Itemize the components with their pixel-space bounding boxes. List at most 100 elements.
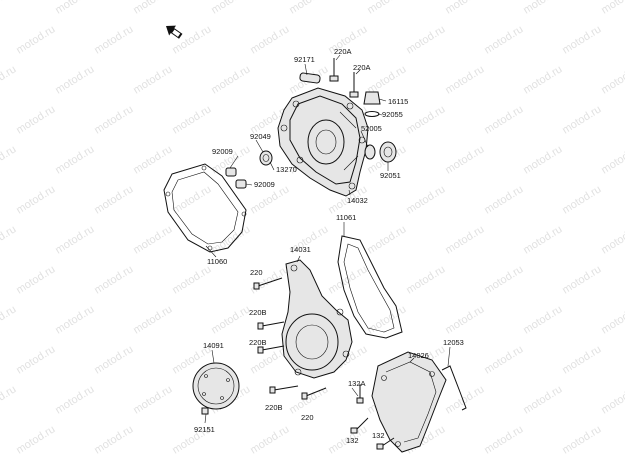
watermark-text: motod.ru bbox=[560, 343, 603, 376]
gasket-11060 bbox=[163, 163, 247, 253]
bolts-220-220B bbox=[253, 277, 327, 400]
gasket-11061 bbox=[337, 235, 403, 339]
watermark-text: motod.ru bbox=[599, 0, 625, 17]
watermark-text: motod.ru bbox=[482, 103, 525, 136]
watermark-text: motod.ru bbox=[131, 303, 174, 336]
part-92151-screw bbox=[201, 407, 209, 415]
cover-14091 bbox=[192, 362, 240, 410]
label-92151: 92151 bbox=[194, 425, 215, 434]
label-14031: 14031 bbox=[290, 245, 311, 254]
watermark-text: motod.ru bbox=[404, 103, 447, 136]
watermark-text: motod.ru bbox=[53, 383, 96, 416]
watermark-text: motod.ru bbox=[209, 63, 252, 96]
watermark-text: motod.ru bbox=[482, 423, 525, 456]
watermark-text: motod.ru bbox=[443, 0, 486, 17]
label-220-top: 220 bbox=[250, 268, 263, 277]
label-14091: 14091 bbox=[203, 341, 224, 350]
sprocket-cover-14026 bbox=[371, 351, 447, 453]
watermark-text: motod.ru bbox=[599, 223, 625, 256]
leader-lines bbox=[204, 54, 451, 424]
label-132A: 132A bbox=[348, 379, 366, 388]
watermark-text: motod.ru bbox=[521, 223, 564, 256]
bolts-220A-top bbox=[329, 58, 359, 98]
watermark-text: motod.ru bbox=[92, 263, 135, 296]
label-132-a: 132 bbox=[346, 436, 359, 445]
label-11060: 11060 bbox=[207, 257, 227, 266]
watermark-text: motod.ru bbox=[287, 0, 330, 17]
watermark-text: motod.ru bbox=[443, 143, 486, 176]
bracket-12053 bbox=[441, 365, 467, 411]
watermark-text: motod.ru bbox=[365, 223, 408, 256]
watermark-text: motod.ru bbox=[92, 343, 135, 376]
bolts-132 bbox=[350, 384, 395, 450]
watermark-text: motod.ru bbox=[131, 143, 174, 176]
part-labels: 92171 220A 220A 16115 92055 52005 92049 … bbox=[194, 47, 464, 445]
label-13270: 13270 bbox=[276, 165, 297, 174]
watermark-text: motod.ru bbox=[0, 0, 18, 17]
watermark-text: motod.ru bbox=[482, 263, 525, 296]
label-12053: 12053 bbox=[443, 338, 464, 347]
label-220A-top: 220A bbox=[334, 47, 352, 56]
watermark-text: motod.ru bbox=[482, 343, 525, 376]
label-11061: 11061 bbox=[336, 213, 356, 222]
watermark-text: motod.ru bbox=[53, 63, 96, 96]
label-92049: 92049 bbox=[250, 132, 271, 141]
watermark-text: motod.ru bbox=[53, 303, 96, 336]
watermark-text: motod.ru bbox=[209, 303, 252, 336]
watermark-text: motod.ru bbox=[521, 143, 564, 176]
watermark-text: motod.ru bbox=[53, 223, 96, 256]
watermark-text: motod.ru bbox=[131, 0, 174, 17]
watermark-text: motod.ru bbox=[482, 183, 525, 216]
watermark-text: motod.ru bbox=[14, 423, 57, 456]
watermark-text: motod.ru bbox=[92, 23, 135, 56]
watermark-text: motod.ru bbox=[209, 0, 252, 17]
watermark-text: motod.ru bbox=[599, 143, 625, 176]
watermark-text: motod.ru bbox=[560, 423, 603, 456]
label-92009-mid: 92009 bbox=[254, 180, 275, 189]
watermark-text: motod.ru bbox=[404, 263, 447, 296]
watermark-text: motod.ru bbox=[560, 23, 603, 56]
watermark-text: motod.ru bbox=[170, 103, 213, 136]
watermark-text: motod.ru bbox=[443, 303, 486, 336]
watermark-text: motod.ru bbox=[0, 63, 18, 96]
watermark-text: motod.ru bbox=[92, 183, 135, 216]
front-direction-arrow-icon bbox=[166, 25, 183, 39]
watermark-text: motod.ru bbox=[14, 263, 57, 296]
watermark-text: motod.ru bbox=[404, 183, 447, 216]
watermark-text: motod.ru bbox=[560, 183, 603, 216]
watermark-text: motod.ru bbox=[0, 223, 18, 256]
watermark-text: motod.ru bbox=[443, 383, 486, 416]
label-92055: 92055 bbox=[382, 110, 403, 119]
watermark-text: motod.ru bbox=[92, 103, 135, 136]
watermark-text: motod.ru bbox=[365, 0, 408, 17]
label-14032: 14032 bbox=[347, 196, 368, 205]
watermark-text: motod.ru bbox=[14, 183, 57, 216]
watermark-text: motod.ru bbox=[170, 183, 213, 216]
watermark-text: motod.ru bbox=[560, 103, 603, 136]
watermark-text: motod.ru bbox=[53, 0, 96, 17]
watermark-text: motod.ru bbox=[482, 23, 525, 56]
watermark-text: motod.ru bbox=[0, 383, 18, 416]
watermark-text: motod.ru bbox=[248, 23, 291, 56]
label-92009-left: 92009 bbox=[212, 147, 233, 156]
watermark-text: motod.ru bbox=[560, 263, 603, 296]
label-92171: 92171 bbox=[294, 55, 315, 64]
part-92049-13270 bbox=[259, 150, 273, 166]
generator-cover-14031 bbox=[281, 259, 353, 379]
label-220A-right: 220A bbox=[353, 63, 371, 72]
label-16115: 16115 bbox=[388, 97, 408, 106]
watermark-text: motod.ru bbox=[599, 63, 625, 96]
part-92051-seal bbox=[379, 141, 397, 163]
watermark-text: motod.ru bbox=[521, 0, 564, 17]
watermark-layer: motod.ru motod.ru motod.ru motod.ru motod.ru… bbox=[0, 0, 625, 457]
label-220-bottom: 220 bbox=[301, 413, 314, 422]
part-92171-plate bbox=[299, 72, 321, 84]
watermark-text: motod.ru bbox=[170, 263, 213, 296]
watermark-text: motod.ru bbox=[0, 143, 18, 176]
watermark-text: motod.ru bbox=[131, 63, 174, 96]
clutch-cover-upper bbox=[277, 87, 369, 197]
part-16115-cap bbox=[363, 91, 381, 105]
watermark-text: motod.ru bbox=[521, 63, 564, 96]
